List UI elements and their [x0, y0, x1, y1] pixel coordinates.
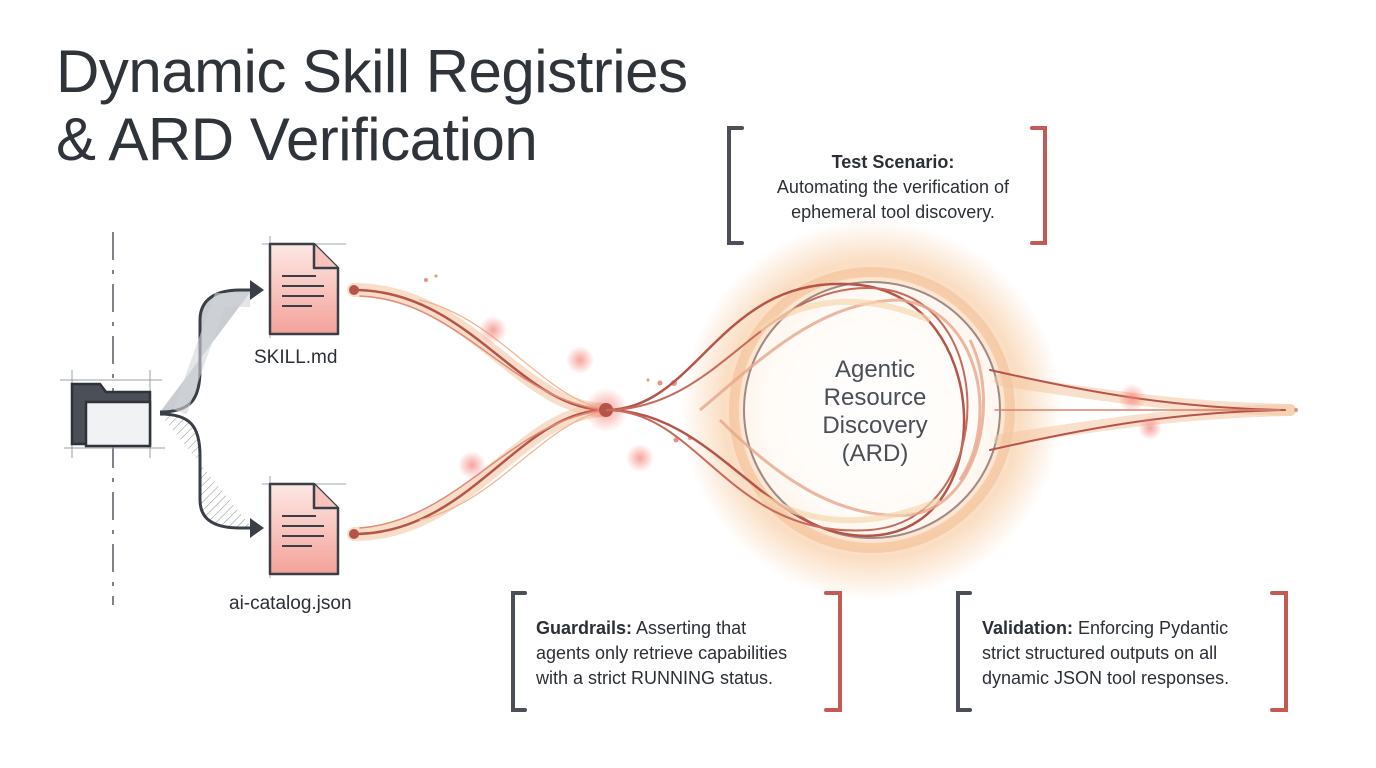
callout-validation-heading: Validation: — [982, 618, 1074, 638]
output-glow — [1118, 384, 1146, 412]
stream-glow — [566, 346, 594, 374]
title-line-2: & ARD Verification — [56, 106, 538, 173]
callout-test-heading: Test Scenario: — [831, 152, 955, 172]
callout-test-scenario: Test Scenario: Automating the verificati… — [776, 152, 1010, 222]
stream-node-top — [349, 285, 359, 295]
callout-guardrails-heading: Guardrails: — [536, 618, 633, 638]
stream-node-bottom — [349, 529, 359, 539]
bracket-test-scenario — [727, 126, 1047, 245]
folder-icon — [60, 370, 165, 458]
output-dot — [1294, 408, 1298, 412]
branch-arrows — [159, 280, 264, 538]
file-label-catalog: ai-catalog.json — [229, 593, 352, 614]
file-label-skill: SKILL.md — [254, 347, 338, 368]
bracket-validation — [956, 591, 1288, 712]
document-icon-top — [262, 236, 346, 338]
output-glow — [1138, 416, 1162, 440]
stream-glow — [458, 451, 486, 479]
document-icon-bottom — [262, 476, 346, 578]
callout-validation: Validation: Enforcing Pydantic strict st… — [982, 618, 1230, 688]
output-stream — [989, 369, 1296, 451]
stream-glow — [479, 316, 507, 344]
ard-orb — [605, 220, 1062, 600]
stream-glow — [626, 444, 654, 472]
ard-label: Agentic Resource Discovery (ARD) — [822, 356, 928, 467]
callout-guardrails: Guardrails: Asserting that agents only r… — [536, 618, 788, 688]
bracket-guardrails — [511, 591, 842, 712]
page-title: Dynamic Skill Registries & ARD Verificat… — [56, 38, 688, 174]
title-line-1: Dynamic Skill Registries — [56, 38, 688, 105]
